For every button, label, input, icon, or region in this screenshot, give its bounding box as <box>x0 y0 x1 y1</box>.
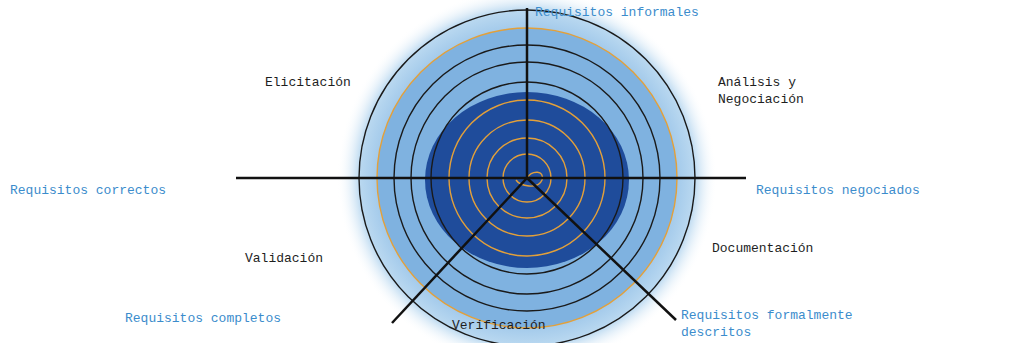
phase-result: Requisitos formalmente descritos <box>681 307 881 341</box>
phase-result: Requisitos completos <box>125 310 335 327</box>
phase-name: Validación <box>245 250 365 267</box>
phase-name: Elicitación <box>265 74 395 91</box>
axis-line <box>236 177 746 180</box>
phase-name: Verificación <box>452 317 582 334</box>
phase-name: Análisis y Negociación <box>718 74 838 108</box>
phase-name: Documentación <box>712 240 852 257</box>
axis-line <box>527 178 676 320</box>
phase-result: Requisitos negociados <box>756 182 986 199</box>
phase-result: Requisitos informales <box>535 4 765 21</box>
axis-line <box>392 178 527 323</box>
phase-result: Requisitos correctos <box>10 182 220 199</box>
axis-line <box>526 8 529 178</box>
outer-glow <box>335 0 719 343</box>
